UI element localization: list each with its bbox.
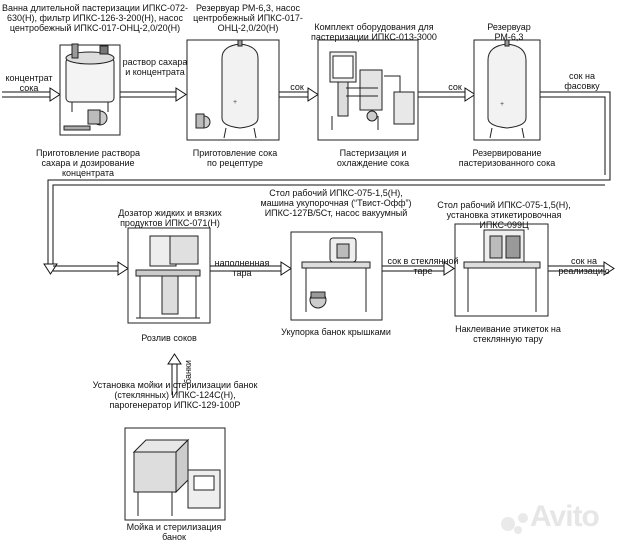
arrow-7-out — [548, 261, 615, 276]
arrow-6-to-7 — [382, 261, 455, 276]
svg-text:+: + — [233, 99, 237, 106]
node-7-process-label: Наклеивание этикеток на стеклянную тару — [455, 324, 561, 344]
arrow-3-to-4 — [418, 87, 476, 102]
arrow-1-to-2 — [120, 87, 187, 102]
flow-label-juice-in-glass: сок в стеклянной таре — [387, 256, 459, 276]
equipment-pasteurization-bath — [59, 43, 121, 136]
node-4-process-label: Резервирование пастеризованного сока — [458, 148, 556, 168]
flow-label-juice-for-sale: сок на реализацию — [558, 256, 610, 276]
equipment-labeling-machine — [454, 223, 549, 317]
arrow-concentrate-in — [2, 87, 61, 102]
node-7-equipment-label: Стол рабочий ИПКС-075-1,5(Н), установка … — [437, 200, 571, 230]
equipment-pasteurization-set — [317, 39, 419, 141]
arrow-8-to-5 — [167, 353, 182, 395]
flow-label-filled-containers: наполненная тара — [214, 258, 270, 278]
node-6-process-label: Укупорка банок крышками — [281, 327, 391, 337]
svg-text:+: + — [500, 101, 504, 108]
node-8-process-label: Мойка и стерилизация банок — [126, 522, 222, 542]
equipment-jar-washing — [124, 427, 226, 521]
node-8-equipment-label: Установка мойки и стерилизации банок (ст… — [92, 380, 258, 410]
node-3-process-label: Пастеризация и охлаждение сока — [336, 148, 410, 168]
equipment-capping-machine — [290, 231, 383, 321]
equipment-tank-rm63-b: + — [473, 39, 541, 141]
flow-arrows — [2, 87, 615, 395]
flow-label-syrup: раствор сахара и концентрата — [122, 57, 188, 77]
equipment-tank-rm63-a: + — [186, 39, 280, 141]
node-1-equipment-label: Ванна длительной пастеризации ИПКС-072-6… — [1, 3, 189, 33]
equipment-liquid-dosing — [127, 227, 211, 324]
flow-label-juice-to-filling: сок на фасовку — [564, 71, 600, 91]
flow-label-concentrate: концентрат сока — [5, 73, 53, 93]
watermark-text: Avito — [530, 500, 600, 533]
flow-label-juice-1: сок — [290, 82, 304, 92]
node-4-equipment-label: Резервуар РМ-6,3 — [487, 22, 531, 42]
node-6-equipment-label: Стол рабочий ИПКС-075-1,5(Н), машина уку… — [260, 188, 412, 218]
node-2-process-label: Приготовление сока по рецептуре — [192, 148, 278, 168]
flow-label-jars: банки — [183, 360, 193, 384]
flow-label-juice-2: сок — [448, 82, 462, 92]
node-5-process-label: Розлив соков — [141, 333, 197, 343]
node-1-process-label: Приготовление раствора сахара и дозирова… — [35, 148, 141, 178]
arrow-4-out-loop — [43, 91, 611, 276]
arrow-5-to-6 — [210, 261, 292, 276]
node-3-equipment-label: Комплект оборудования для пастеризации И… — [311, 22, 437, 42]
node-2-equipment-label: Резервуар РМ-6,3, насос центробежный ИПК… — [193, 3, 303, 33]
arrow-2-to-3 — [278, 87, 319, 102]
node-5-equipment-label: Дозатор жидких и вязких продуктов ИПКС-0… — [118, 208, 222, 228]
watermark-avito-logo — [501, 513, 528, 534]
